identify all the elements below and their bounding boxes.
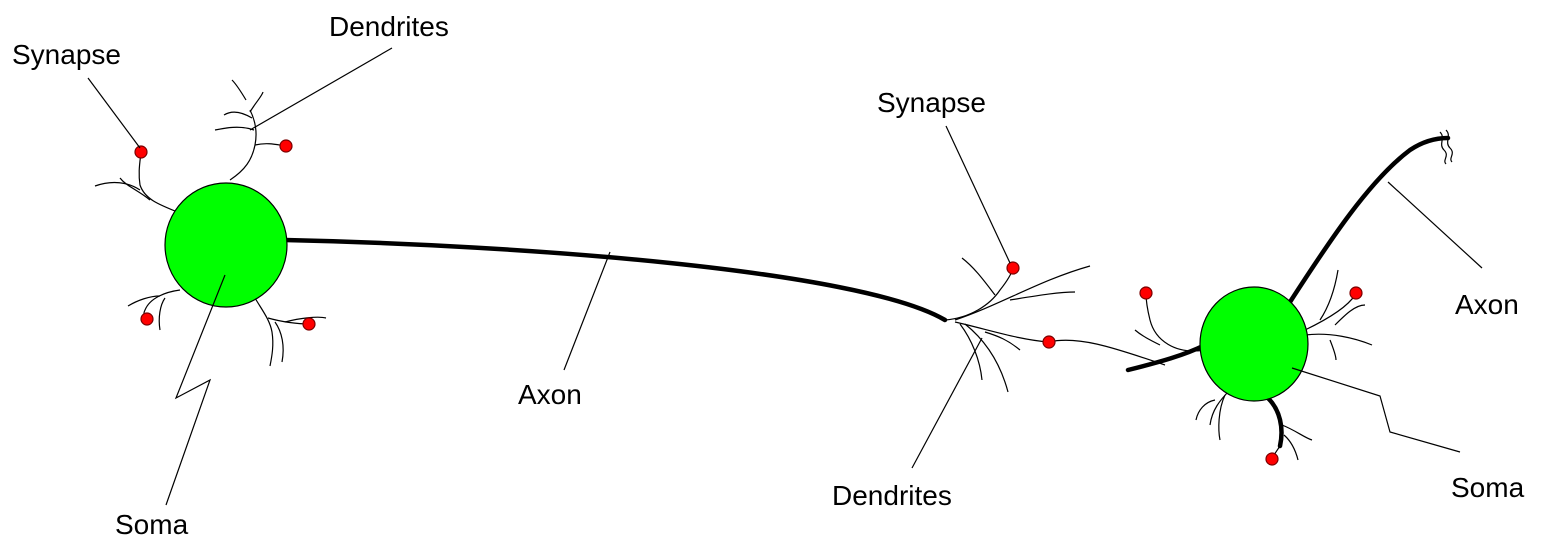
dendrites-3 [1134,269,1373,461]
synapse-dot [279,139,293,153]
label-soma-1: Soma [115,509,189,537]
neuron-2 [1006,129,1453,466]
neuron-1 [94,79,948,367]
label-soma-2: Soma [1451,472,1525,503]
label-axon-2: Axon [1455,289,1519,320]
synapse-dot [1139,286,1153,300]
label-axon-1: Axon [518,379,582,410]
labels: Synapse Dendrites Axon Soma Synapse Dend… [12,11,1525,537]
axon-lower-segment [1265,395,1284,449]
synapse-dot [1265,452,1279,466]
axon-input-segment [1125,342,1208,373]
leader-lines [87,47,1483,506]
axon-1 [282,237,948,323]
axon-break-icon [1445,129,1453,163]
soma-1 [164,182,288,308]
soma-2 [1199,286,1309,402]
label-dendrites-2: Dendrites [832,480,952,511]
label-synapse-1: Synapse [12,39,121,70]
synapse-dot [134,145,148,159]
synapse-dot [140,312,154,326]
synapse-dot [1006,261,1020,275]
label-dendrites-1: Dendrites [329,11,449,42]
label-synapse-2: Synapse [877,87,986,118]
synapse-dot [302,317,316,331]
synapse-dot [1349,286,1363,300]
synapse-dot [1042,335,1056,349]
dendrites-2 [944,257,1166,393]
axon-2 [1287,135,1451,305]
